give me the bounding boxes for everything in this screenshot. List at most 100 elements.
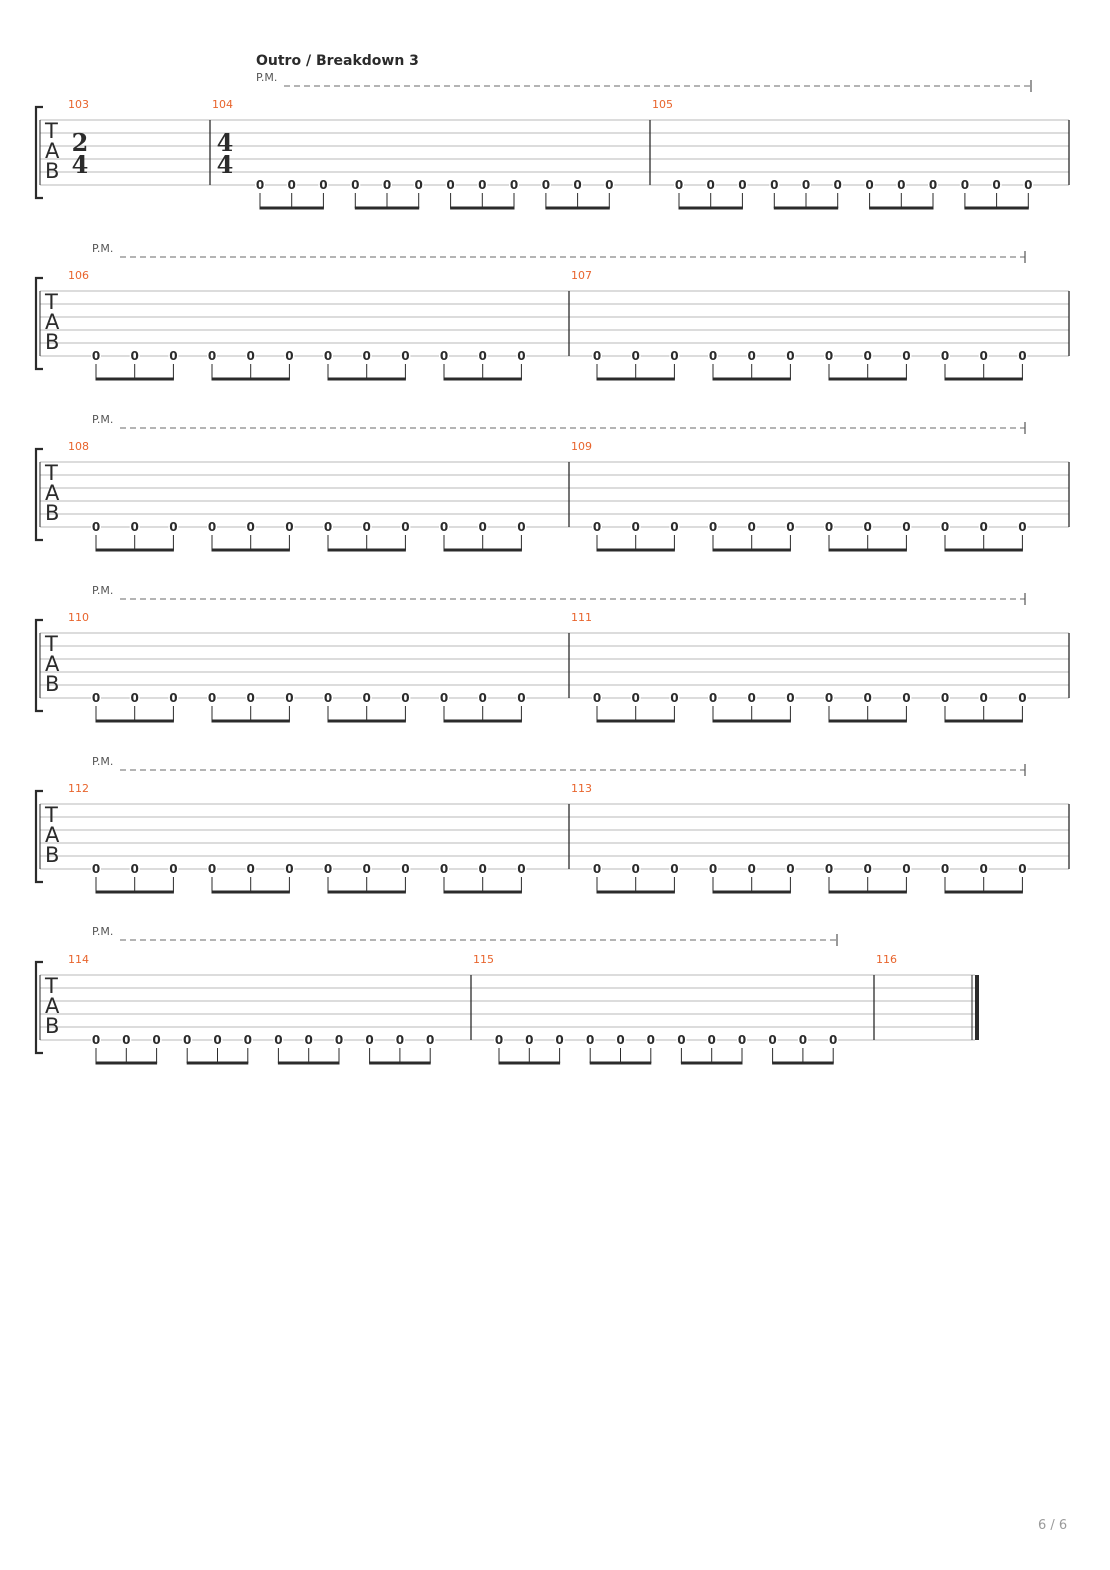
tab-clef-letter: A	[45, 823, 60, 847]
fret-number: 0	[169, 520, 177, 534]
bar-number: 105	[652, 98, 673, 111]
note-backing	[361, 691, 372, 704]
fret-number: 0	[864, 691, 872, 705]
tab-clef-letter: T	[44, 461, 58, 485]
note-backing	[746, 862, 757, 875]
note-backing	[151, 1033, 162, 1046]
fret-number: 0	[1018, 520, 1026, 534]
note-backing	[708, 520, 718, 533]
note-backing	[769, 178, 780, 191]
note-backing	[361, 349, 372, 362]
bar-number: 109	[571, 440, 592, 453]
note-backing	[767, 1033, 778, 1046]
fret-number: 0	[748, 520, 756, 534]
note-backing	[901, 349, 912, 362]
palm-mute-label: P.M.	[256, 71, 277, 84]
fret-number: 0	[363, 349, 371, 363]
fret-number: 0	[285, 862, 293, 876]
note-backing	[645, 1033, 656, 1046]
note-backing	[400, 349, 411, 362]
note-backing	[273, 1033, 284, 1046]
tab-clef-letter: T	[44, 290, 58, 314]
fret-number: 0	[902, 862, 910, 876]
note-backing	[959, 178, 970, 191]
fret-number: 0	[324, 862, 332, 876]
note-backing	[284, 691, 295, 704]
fret-number: 0	[169, 862, 177, 876]
tab-clef-letter: A	[45, 310, 60, 334]
note-backing	[361, 862, 372, 875]
fret-number: 0	[902, 691, 910, 705]
fret-number: 0	[825, 862, 833, 876]
note-backing	[91, 520, 101, 533]
fret-number: 0	[825, 520, 833, 534]
fret-number: 0	[616, 1033, 624, 1047]
fret-number: 0	[738, 1033, 746, 1047]
fret-number: 0	[980, 691, 988, 705]
note-backing	[901, 520, 912, 533]
note-backing	[91, 862, 101, 875]
note-backing	[413, 178, 424, 191]
fret-number: 0	[980, 349, 988, 363]
note-backing	[940, 691, 950, 704]
fret-number: 0	[440, 349, 448, 363]
fret-number: 0	[709, 520, 717, 534]
note-backing	[477, 178, 488, 191]
fret-number: 0	[517, 691, 525, 705]
fret-number: 0	[479, 862, 487, 876]
note-backing	[592, 349, 602, 362]
note-backing	[129, 862, 140, 875]
note-backing	[168, 862, 179, 875]
note-backing	[746, 520, 757, 533]
note-backing	[572, 178, 583, 191]
fret-number: 0	[980, 862, 988, 876]
note-backing	[978, 691, 989, 704]
fret-number: 0	[288, 178, 296, 192]
fret-number: 0	[748, 691, 756, 705]
note-backing	[901, 691, 912, 704]
note-backing	[129, 691, 140, 704]
note-backing	[350, 178, 361, 191]
fret-number: 0	[365, 1033, 373, 1047]
note-backing	[824, 862, 834, 875]
note-backing	[516, 520, 527, 533]
fret-number: 0	[709, 862, 717, 876]
note-backing	[516, 691, 527, 704]
palm-mute-label: P.M.	[92, 755, 113, 768]
fret-number: 0	[244, 1033, 252, 1047]
note-backing	[676, 1033, 687, 1046]
fret-number: 0	[586, 1033, 594, 1047]
note-backing	[1017, 349, 1028, 362]
fret-number: 0	[152, 1033, 160, 1047]
fret-number: 0	[131, 520, 139, 534]
fret-number: 0	[510, 178, 518, 192]
fret-number: 0	[799, 1033, 807, 1047]
note-backing	[940, 349, 950, 362]
tab-clef-letter: B	[45, 330, 59, 354]
note-backing	[746, 349, 757, 362]
note-backing	[129, 520, 140, 533]
system-bracket	[34, 618, 43, 713]
fret-number: 0	[383, 178, 391, 192]
note-backing	[323, 349, 333, 362]
note-backing	[708, 691, 718, 704]
bar-number: 112	[68, 782, 89, 795]
fret-number: 0	[897, 178, 905, 192]
fret-number: 0	[324, 349, 332, 363]
note-backing	[394, 1033, 405, 1046]
fret-number: 0	[825, 349, 833, 363]
note-backing	[630, 691, 641, 704]
fret-number: 0	[786, 520, 794, 534]
note-backing	[896, 178, 907, 191]
system-bracket	[34, 276, 43, 371]
system-bracket	[34, 789, 43, 884]
note-backing	[592, 691, 602, 704]
fret-number: 0	[902, 520, 910, 534]
fret-number: 0	[274, 1033, 282, 1047]
note-backing	[824, 691, 834, 704]
fret-number: 0	[707, 178, 715, 192]
note-backing	[477, 520, 488, 533]
note-backing	[1017, 691, 1028, 704]
note-backing	[439, 691, 449, 704]
